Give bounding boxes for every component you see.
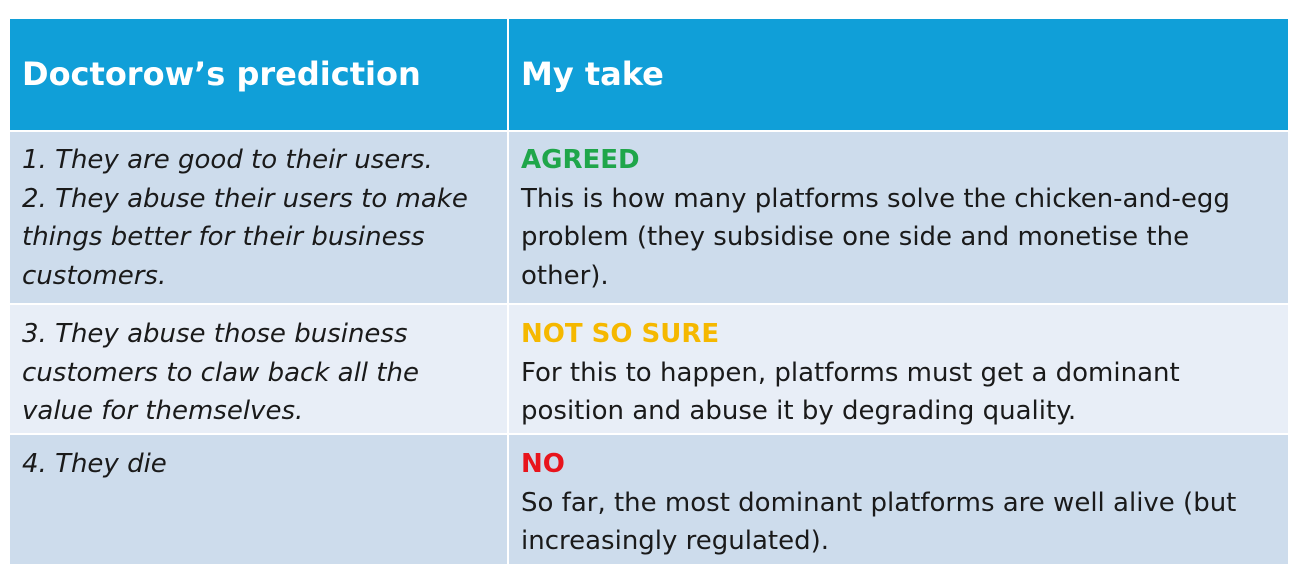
verdict-label: AGREED xyxy=(521,145,640,175)
verdict-label: NO xyxy=(521,449,565,479)
take-cell: NOT SO SURE For this to happen, platform… xyxy=(509,305,1288,433)
take-cell: AGREED This is how many platforms solve … xyxy=(509,132,1288,303)
prediction-cell: 4. They die xyxy=(10,435,509,564)
take-comment: For this to happen, platforms must get a… xyxy=(521,357,1180,427)
table-row: 1. They are good to their users. 2. They… xyxy=(10,130,1288,303)
verdict-label: NOT SO SURE xyxy=(521,319,720,349)
prediction-cell: 1. They are good to their users. 2. They… xyxy=(10,132,509,303)
take-cell: NO So far, the most dominant platforms a… xyxy=(509,435,1288,564)
comparison-table: Doctorow’s prediction My take 1. They ar… xyxy=(10,19,1288,564)
table-row: 3. They abuse those business customers t… xyxy=(10,303,1288,433)
prediction-cell: 3. They abuse those business customers t… xyxy=(10,305,509,433)
table-row: 4. They die NO So far, the most dominant… xyxy=(10,433,1288,564)
header-take: My take xyxy=(509,19,1288,130)
table-header-row: Doctorow’s prediction My take xyxy=(10,19,1288,130)
take-comment: So far, the most dominant platforms are … xyxy=(521,487,1237,557)
header-prediction: Doctorow’s prediction xyxy=(10,19,509,130)
take-comment: This is how many platforms solve the chi… xyxy=(521,183,1230,291)
